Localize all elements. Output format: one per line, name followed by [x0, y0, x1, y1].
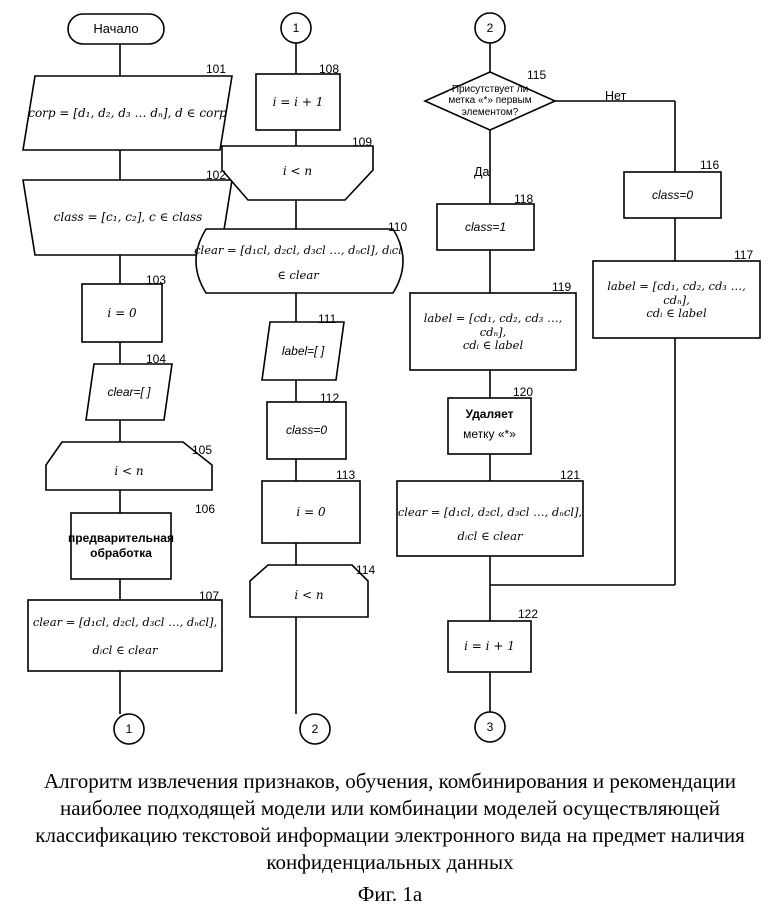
step-number-106: 106: [195, 502, 215, 516]
step-120-line2: метку «*»: [448, 425, 531, 443]
connector-2-top-label: 2: [475, 13, 505, 43]
step-113-text: i = 0: [262, 481, 360, 543]
step-119-line1: label = [cd₁, cd₂, cd₃ …, cdₙ],: [410, 315, 576, 335]
step-number-113: 113: [336, 468, 355, 482]
step-117-line1: label = [cd₁, cd₂, cd₃ …, cdₙ],: [593, 283, 760, 303]
step-107-line2: dᵢcl ∈ clear: [28, 640, 222, 660]
step-116-text: class=0: [624, 172, 721, 218]
step-number-110: 110: [388, 220, 407, 234]
caption-line-4: конфиденциальных данных: [0, 849, 780, 876]
step-number-117: 117: [734, 248, 753, 262]
step-120-line1: Удаляет: [448, 405, 531, 423]
caption-line-3: классификацию текстовой информации элект…: [0, 822, 780, 849]
start-label: Начало: [68, 14, 164, 44]
step-105-text: i < n: [46, 454, 212, 488]
step-number-119: 119: [552, 280, 571, 294]
step-number-101: 101: [206, 62, 226, 76]
figure-label: Фиг. 1а: [0, 882, 780, 907]
caption-line-1: Алгоритм извлечения признаков, обучения,…: [0, 768, 780, 795]
step-122-text: i = i + 1: [448, 621, 531, 672]
step-number-109: 109: [352, 135, 372, 149]
step-119-line2: cdᵢ ∈ label: [410, 335, 576, 355]
step-112-text: class=0: [267, 402, 346, 459]
step-118-text: class=1: [437, 204, 534, 250]
step-121-line1: clear = [d₁cl, d₂cl, d₃cl …, dₙcl],: [397, 502, 583, 522]
step-121-line2: dᵢcl ∈ clear: [397, 526, 583, 546]
caption-line-2: наиболее подходящей модели или комбинаци…: [0, 795, 780, 822]
step-number-107: 107: [199, 589, 219, 603]
step-number-116: 116: [700, 158, 719, 172]
branch-yes-label: Да: [474, 165, 489, 179]
step-108-text: i = i + 1: [256, 74, 340, 130]
step-107-line1: clear = [d₁cl, d₂cl, d₃cl …, dₙcl],: [28, 612, 222, 632]
step-109-text: i < n: [222, 152, 373, 190]
step-104-text: clear=[ ]: [86, 364, 172, 420]
connector-2-bottom-label: 2: [300, 714, 330, 744]
step-101-text: corp = [d₁, d₂, d₃ … dₙ], d ∈ corp: [26, 76, 229, 150]
connector-1-bottom-label: 1: [114, 714, 144, 744]
step-110-line1: clear = [d₁cl, d₂cl, d₃cl …, dₙcl], dᵢcl: [188, 240, 408, 260]
step-number-120: 120: [513, 385, 533, 399]
step-111-text: label=[ ]: [262, 322, 344, 380]
shape-107: [28, 600, 222, 671]
step-106-text: предварительная обработка: [71, 513, 171, 579]
step-115-text: Присутствует ли метка «*» первым элемент…: [440, 80, 540, 122]
connector-3-bottom-label: 3: [475, 712, 505, 742]
step-103-text: i = 0: [82, 284, 162, 342]
step-114-text: i < n: [250, 575, 368, 615]
step-number-121: 121: [560, 468, 580, 482]
step-number-122: 122: [518, 607, 538, 621]
connector-1-top-label: 1: [281, 13, 311, 43]
branch-no-label: Нет: [605, 89, 626, 103]
step-117-line2: cdᵢ ∈ label: [593, 303, 760, 323]
step-110-line2: ∈ clear: [188, 265, 408, 285]
